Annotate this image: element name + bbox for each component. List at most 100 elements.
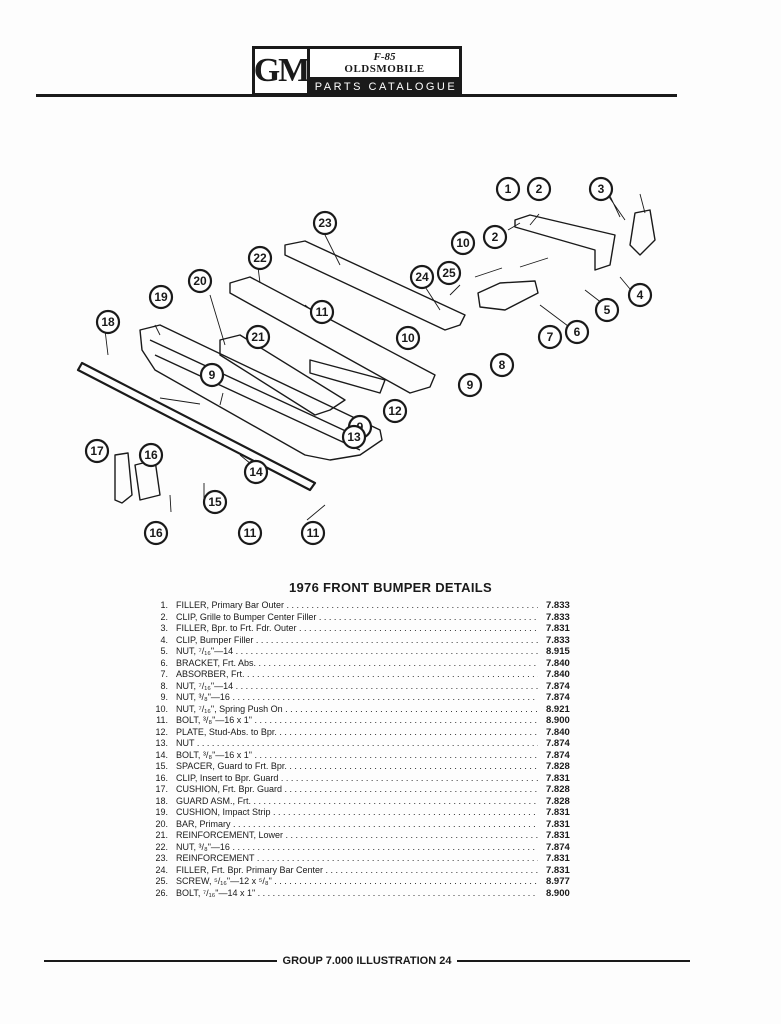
callout-17: 17	[84, 438, 110, 464]
part-number: 6.	[160, 657, 168, 668]
part-group: 8.921	[546, 703, 570, 715]
part-number: 23.	[155, 853, 168, 863]
outer-filler	[514, 214, 616, 271]
svg-text:5: 5	[604, 303, 611, 317]
callout-12: 12	[382, 398, 408, 424]
part-row: 4.CLIP, Bumper Filler7.833	[140, 635, 610, 647]
part-group: 7.831	[546, 830, 570, 841]
callout-7: 7	[537, 324, 563, 350]
callout-11: 11	[300, 520, 326, 546]
page-footer: GROUP 7.000 ILLUSTRATION 24	[44, 955, 691, 967]
fender-filler	[629, 209, 656, 256]
part-number: 22.	[155, 841, 168, 852]
callout-8: 8	[489, 352, 515, 378]
part-description: REINFORCEMENT	[176, 853, 538, 865]
part-number: 11.	[156, 715, 168, 725]
part-row: 15.SPACER, Guard to Frt. Bpr.7.828	[140, 761, 610, 773]
callout-9: 9	[457, 372, 483, 398]
part-number: 10.	[155, 703, 168, 714]
gm-logo: GM	[252, 46, 310, 96]
svg-text:1: 1	[505, 182, 512, 196]
part-number: 4.	[160, 634, 168, 645]
svg-text:18: 18	[101, 315, 115, 329]
part-group: 7.840	[546, 726, 570, 738]
part-row: 1.FILLER, Primary Bar Outer7.833	[140, 600, 610, 612]
brand-block: F-85 OLDSMOBILE PARTS CATALOGUE	[310, 46, 462, 96]
part-number: 25.	[155, 876, 168, 886]
part-number: 17.	[155, 784, 168, 794]
part-number: 5.	[160, 646, 168, 656]
parts-list: 1.FILLER, Primary Bar Outer7.8332.CLIP, …	[140, 600, 610, 899]
part-row: 24.FILLER, Frt. Bpr. Primary Bar Center7…	[140, 865, 610, 877]
part-description: BOLT, ³/₈"—16 x 1"	[176, 715, 538, 727]
part-group: 7.874	[546, 738, 570, 749]
brand-name: OLDSMOBILE	[344, 62, 425, 75]
part-group: 7.833	[546, 634, 570, 646]
part-number: 8.	[160, 680, 168, 691]
part-group: 7.831	[546, 772, 570, 784]
absorber	[477, 280, 539, 311]
lower-reinforcement	[219, 334, 346, 416]
primary-bar	[139, 324, 383, 461]
svg-text:19: 19	[154, 290, 168, 304]
part-row: 12.PLATE, Stud-Abs. to Bpr.7.840	[140, 727, 610, 739]
part-number: 20.	[155, 818, 168, 829]
svg-text:8: 8	[499, 358, 506, 372]
svg-text:9: 9	[467, 378, 474, 392]
footer-rule-right	[457, 960, 691, 962]
callout-19: 19	[148, 284, 174, 310]
svg-text:15: 15	[208, 495, 222, 509]
part-description: FILLER, Frt. Bpr. Primary Bar Center	[176, 865, 538, 877]
svg-text:16: 16	[144, 448, 158, 462]
callout-6: 6	[564, 319, 590, 345]
svg-text:25: 25	[442, 266, 456, 280]
svg-text:4: 4	[637, 288, 644, 302]
part-description: GUARD ASM., Frt.	[176, 796, 538, 808]
part-number: 19.	[155, 807, 168, 817]
part-description: BRACKET, Frt. Abs.	[176, 658, 538, 670]
part-row: 23. REINFORCEMENT 7.831	[140, 853, 610, 865]
svg-text:12: 12	[388, 404, 402, 418]
svg-text:22: 22	[253, 251, 267, 265]
part-number: 1.	[160, 600, 168, 610]
brand-top: F-85 OLDSMOBILE	[310, 46, 462, 77]
callout-14: 14	[243, 459, 269, 485]
footer-label: GROUP 7.000 ILLUSTRATION 24	[282, 955, 452, 967]
part-number: 3.	[160, 623, 168, 633]
part-number: 13.	[155, 738, 168, 748]
callout-4: 4	[627, 282, 653, 308]
callout-9: 9	[199, 362, 225, 388]
part-row: 25.SCREW, ⁵/₁₆"—12 x ⁵/₈"8.977	[140, 876, 610, 888]
center-filler	[284, 240, 466, 331]
part-row: 20.BAR, Primary7.831	[140, 819, 610, 831]
callout-24: 24	[409, 264, 435, 290]
callout-5: 5	[594, 297, 620, 323]
svg-text:17: 17	[90, 444, 104, 458]
callout-16: 16	[143, 520, 169, 546]
bumper-guard	[114, 452, 133, 504]
part-group: 7.874	[546, 692, 570, 703]
part-row: 10.NUT, ⁷/₁₆", Spring Push On8.921	[140, 704, 610, 716]
part-group: 7.874	[546, 841, 570, 853]
part-row: 21.REINFORCEMENT, Lower7.831	[140, 830, 610, 842]
part-group: 7.840	[546, 657, 570, 669]
part-group: 7.833	[546, 611, 570, 623]
part-group: 8.900	[546, 887, 570, 899]
part-row: 26.BOLT, ⁷/₁₆"—14 x 1"8.900	[140, 888, 610, 900]
part-row: 5.NUT, ⁷/₁₆"—148.915	[140, 646, 610, 658]
part-row: 9.NUT, ³/₈"—167.874	[140, 692, 610, 704]
part-group: 7.833	[546, 600, 570, 611]
part-description: SPACER, Guard to Frt. Bpr.	[176, 761, 538, 773]
part-group: 7.874	[546, 749, 570, 761]
part-row: 2.CLIP, Grille to Bumper Center Filler7.…	[140, 612, 610, 624]
callout-15: 15	[202, 489, 228, 515]
callout-2: 2	[482, 224, 508, 250]
svg-text:24: 24	[415, 270, 429, 284]
part-group: 7.831	[546, 853, 570, 864]
svg-text:11: 11	[307, 526, 320, 540]
callout-11: 11	[237, 520, 263, 546]
part-description: SCREW, ⁵/₁₆"—12 x ⁵/₈"	[176, 876, 538, 888]
part-number: 7.	[160, 669, 168, 679]
part-group: 8.900	[546, 715, 570, 726]
svg-text:20: 20	[193, 274, 207, 288]
